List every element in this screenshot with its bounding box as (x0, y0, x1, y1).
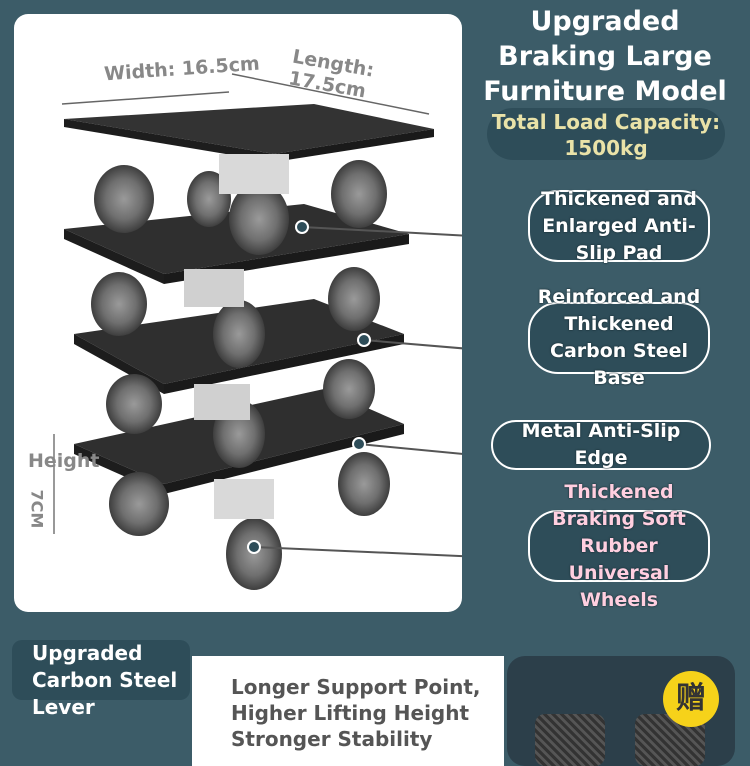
load-capacity-badge: Total Load Capacity: 1500kg (487, 108, 725, 160)
height-label: Height (28, 450, 100, 472)
callout-rubber-wheels: Thickened Braking Soft Rubber Universal … (528, 481, 710, 611)
gift-badge: 赠 (663, 671, 719, 727)
dolly-tier (64, 104, 434, 255)
length-dimension-line (231, 73, 430, 115)
height-value: 7CM (27, 489, 47, 529)
callout-metal-edge: Metal Anti-Slip Edge (491, 420, 711, 470)
feature-panel (192, 656, 504, 766)
width-dimension-line (61, 91, 230, 105)
callout-carbon-steel-base: Reinforced and Thickened Carbon Steel Ba… (528, 286, 710, 389)
dolly-stack-illustration (53, 73, 462, 590)
grip-pad (535, 714, 605, 766)
callout-anti-slip-pad: Thickened and Enlarged Anti-Slip Pad (528, 188, 710, 264)
product-title: Upgraded Braking Large Furniture Model (483, 6, 727, 107)
feature-list: Longer Support Point, Higher Lifting Hei… (231, 674, 480, 752)
lever-label: Upgraded Carbon Steel Lever (12, 640, 190, 719)
dolly-tier (64, 204, 409, 368)
product-photo (14, 14, 462, 612)
feature-item: Higher Lifting Height (231, 701, 470, 725)
feature-item: Stronger Stability (231, 727, 433, 751)
feature-item: Longer Support Point, (231, 675, 481, 699)
